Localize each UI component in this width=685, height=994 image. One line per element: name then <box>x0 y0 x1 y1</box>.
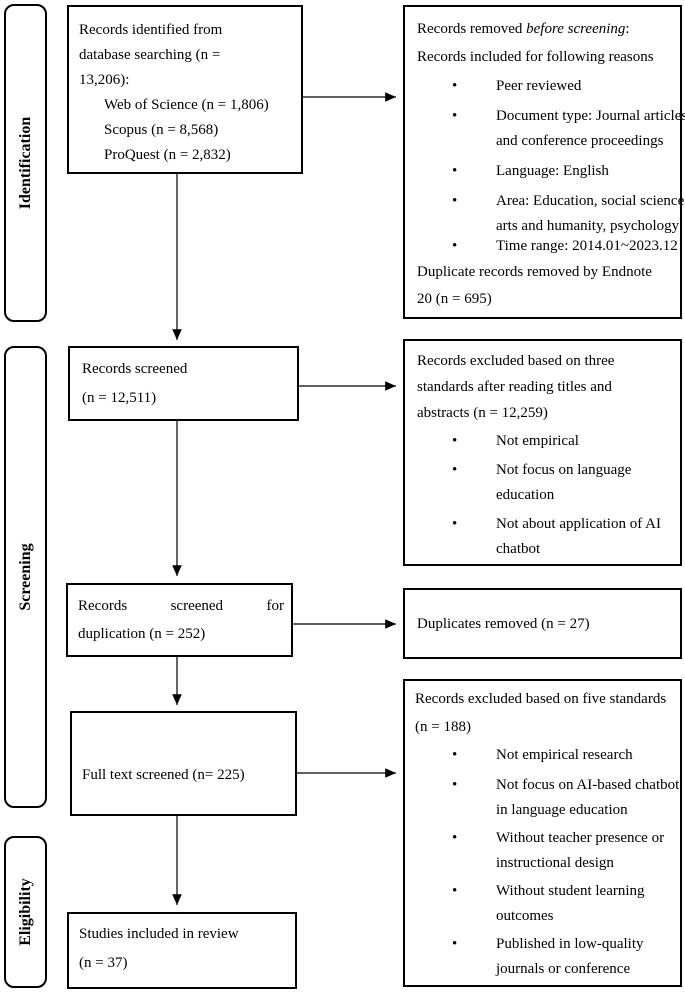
phase-screening-label: Screening <box>16 543 34 611</box>
identified-line1: Records identified from <box>79 22 223 38</box>
identified-scopus: Scopus (n = 8,568) <box>104 122 219 138</box>
identified-proquest: ProQuest (n = 2,832) <box>104 147 231 163</box>
phase-screening: Screening <box>4 346 47 808</box>
dup-line1: Records screened for <box>78 598 284 614</box>
removed-line2: Records included for following reasons <box>417 49 654 65</box>
bullet-dot: • <box>452 516 458 532</box>
box-records-screened: Records screened (n = 12,511) <box>68 346 299 421</box>
excluded3-line1: Records excluded based on three <box>417 353 615 369</box>
included-line1: Studies included in review <box>79 926 239 942</box>
box-studies-included: Studies included in review (n = 37) <box>67 912 297 989</box>
bullet-dot: • <box>452 777 458 793</box>
bullet-dot: • <box>452 462 458 478</box>
phase-eligibility: Eligibility <box>4 836 47 988</box>
identified-wos: Web of Science (n = 1,806) <box>104 97 269 113</box>
box-records-screened-duplication: Records screened for duplication (n = 25… <box>66 583 293 657</box>
excluded3-line3: abstracts (n = 12,259) <box>417 405 548 421</box>
fulltext-text: Full text screened (n= 225) <box>82 767 245 783</box>
box-full-text-screened: Full text screened (n= 225) <box>70 711 297 816</box>
duplicates-removed-text: Duplicates removed (n = 27) <box>417 616 590 632</box>
excluded3-line2: standards after reading titles and <box>417 379 612 395</box>
bullet-dot: • <box>452 433 458 449</box>
removed-line1: Records removed before screening: <box>417 21 630 37</box>
box-records-identified: Records identified from database searchi… <box>67 5 303 174</box>
bullet-dot: • <box>452 78 458 94</box>
phase-eligibility-label: Eligibility <box>16 878 34 946</box>
bullet-dot: • <box>452 936 458 952</box>
excluded5-line2: (n = 188) <box>415 719 471 735</box>
phase-identification: Identification <box>4 4 47 322</box>
bullet-dot: • <box>452 193 458 209</box>
removed-dup-line1: Duplicate records removed by Endnote <box>417 264 652 280</box>
included-line2: (n = 37) <box>79 955 128 971</box>
excluded5-line1: Records excluded based on five standards <box>415 691 667 707</box>
bullet-dot: • <box>452 163 458 179</box>
bullet-dot: • <box>452 238 458 254</box>
box-records-excluded-five: Records excluded based on five standards… <box>403 679 682 987</box>
box-duplicates-removed: Duplicates removed (n = 27) <box>403 588 682 659</box>
dup-line2: duplication (n = 252) <box>78 626 206 642</box>
phase-identification-label: Identification <box>16 116 34 210</box>
screened-line2: (n = 12,511) <box>82 390 157 406</box>
box-records-removed-before-screening: Records removed before screening: Record… <box>403 5 685 319</box>
identified-line3: 13,206): <box>79 72 130 88</box>
screened-line1: Records screened <box>82 361 188 377</box>
bullet-dot: • <box>452 747 458 763</box>
identified-line2: database searching (n = <box>79 47 221 63</box>
bullet-dot: • <box>452 883 458 899</box>
bullet-dot: • <box>452 830 458 846</box>
removed-dup-line2: 20 (n = 695) <box>417 291 492 307</box>
bullet-dot: • <box>452 108 458 124</box>
box-records-excluded-three: Records excluded based on three standard… <box>403 339 682 566</box>
